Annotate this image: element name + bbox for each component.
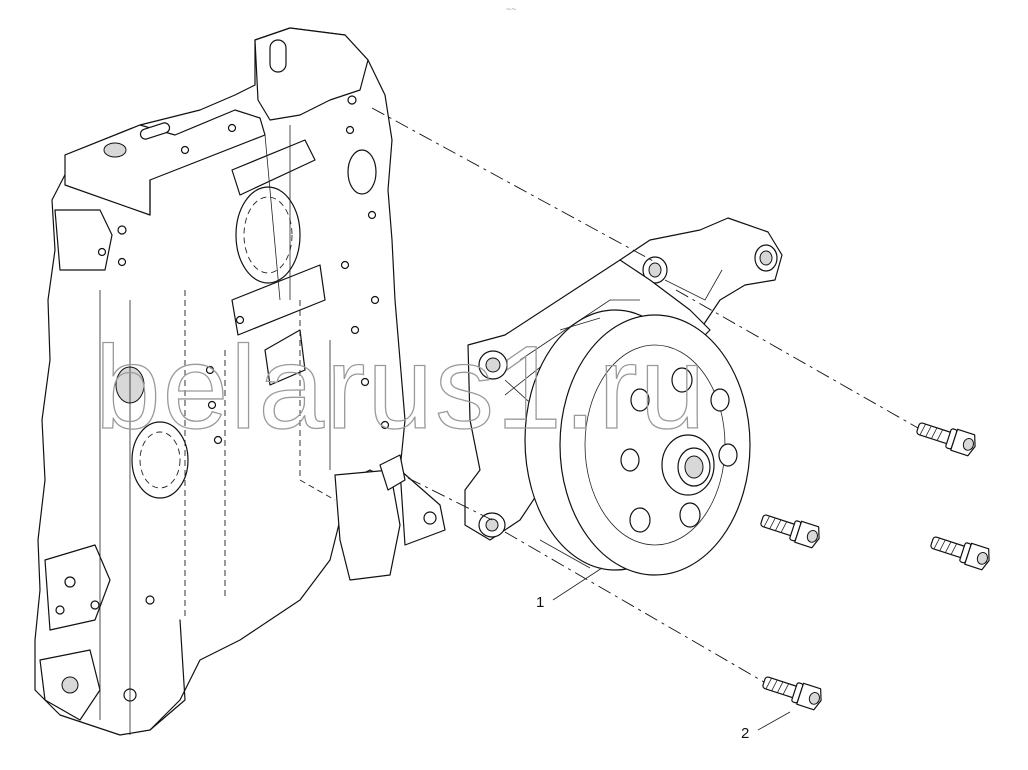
callout-label-1: 1 — [536, 594, 544, 611]
engine-front-cover — [34, 27, 446, 736]
assembly-centerlines — [371, 107, 919, 683]
watermark-text: belarus1.ru — [95, 322, 707, 454]
water-pump — [464, 217, 783, 576]
bolt-middle — [760, 514, 820, 549]
bolt-lower-right — [930, 536, 990, 571]
callout-label-2: 2 — [741, 725, 749, 742]
top-mark: ~~ — [506, 4, 517, 14]
bolt-upper-right — [916, 422, 976, 457]
bolt-bottom — [762, 676, 822, 711]
leader-line-1 — [552, 567, 603, 601]
callout-2: 2 — [741, 711, 791, 742]
callout-1: 1 — [536, 567, 603, 611]
leader-line-2 — [757, 711, 791, 731]
